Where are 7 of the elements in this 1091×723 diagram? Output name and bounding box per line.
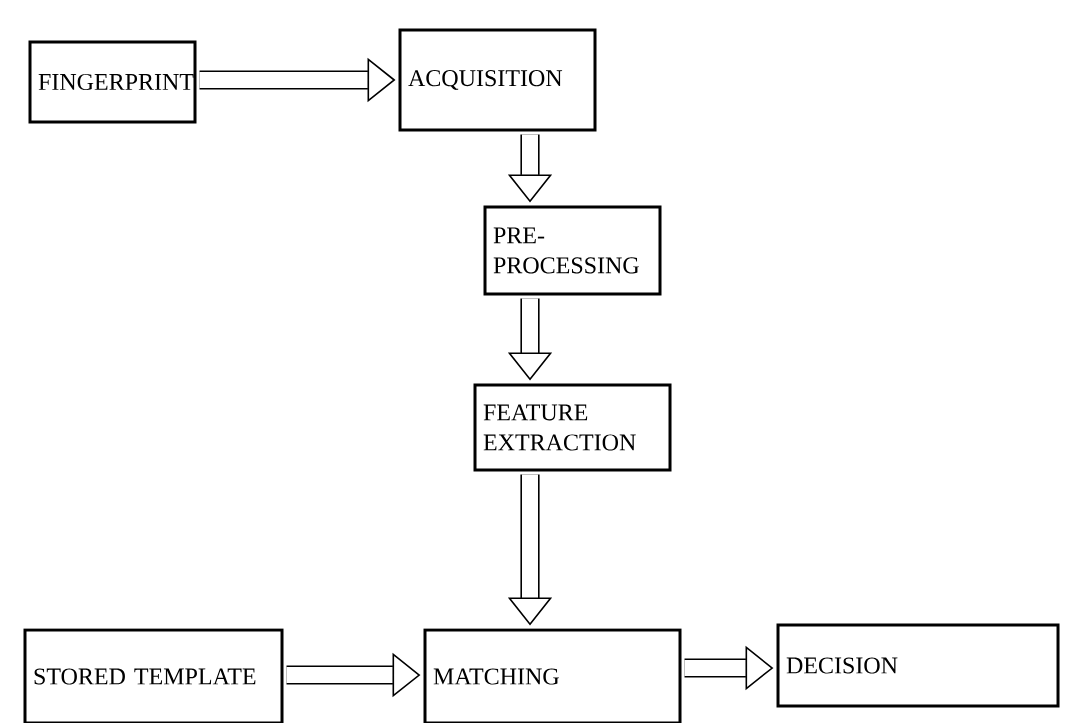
process-box: STORED TEMPLATE bbox=[23, 628, 284, 723]
process-box: FEATURE EXTRACTION bbox=[473, 383, 672, 472]
process-box: MATCHING bbox=[423, 628, 682, 723]
process-box: ACQUISITION bbox=[398, 28, 597, 132]
process-box: FINGERPRINT bbox=[28, 40, 197, 124]
process-box: PRE-PROCESSING bbox=[483, 205, 662, 296]
process-box: DECISION bbox=[776, 623, 1060, 708]
